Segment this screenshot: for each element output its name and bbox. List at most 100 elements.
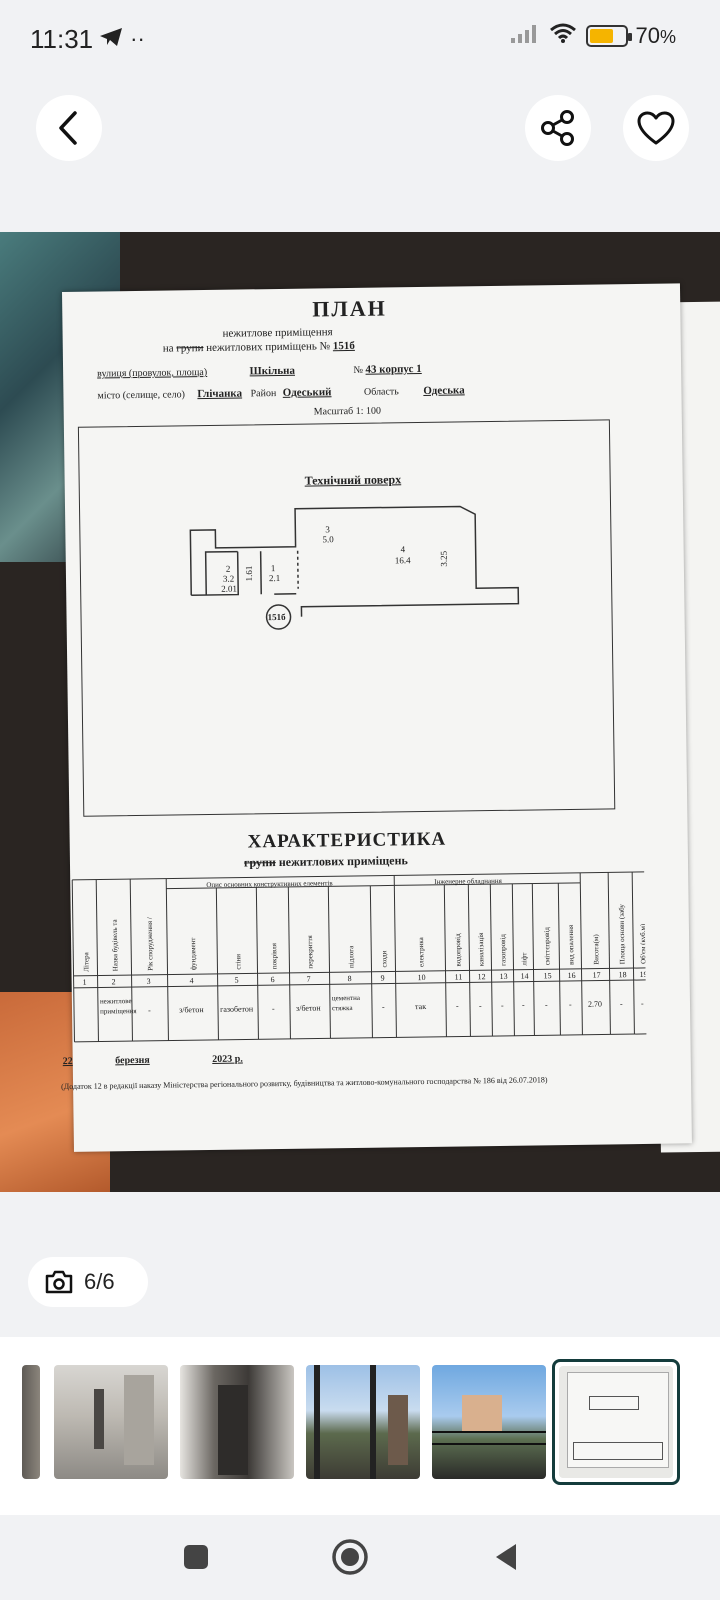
room4-area: 16.4	[395, 555, 411, 565]
telegram-icon: ··	[98, 26, 145, 54]
table-cell-9: -	[382, 1003, 385, 1012]
table-cell-11: -	[456, 1002, 459, 1011]
square-icon	[184, 1545, 208, 1569]
battery-fill	[589, 29, 614, 43]
table-cell-10: так	[415, 1002, 426, 1011]
table-header-3: Рік спорудження /	[146, 917, 155, 971]
thumbnail-strip	[0, 1337, 720, 1515]
table-cell-12: -	[479, 1001, 482, 1010]
table-header-9: сходи	[380, 950, 388, 967]
table-header-6: покрівля	[270, 942, 278, 969]
signal-icon	[510, 22, 540, 50]
table-colnum-5: 5	[235, 976, 239, 985]
thumbnail-3[interactable]	[180, 1365, 294, 1479]
table-cell-14: -	[522, 1001, 525, 1010]
back-button[interactable]	[36, 95, 102, 161]
room1-area: 2.1	[269, 573, 280, 583]
back-nav-button[interactable]	[486, 1537, 526, 1577]
table-header-4: фундамент	[189, 938, 197, 971]
table-colnum-12: 12	[478, 972, 486, 981]
table-colnum-2: 2	[112, 977, 116, 986]
table-cell-6: -	[272, 1004, 275, 1013]
share-button[interactable]	[525, 95, 591, 161]
room2-area: 3.2	[223, 574, 234, 584]
room4-no: 4	[401, 544, 406, 554]
table-header-14: ліфт	[520, 953, 528, 966]
table-colnum-11: 11	[455, 972, 463, 981]
table-colnum-9: 9	[381, 974, 385, 983]
table-cell-3: -	[148, 1006, 151, 1015]
status-time: 11:31	[30, 24, 94, 54]
counter-text: 6/6	[84, 1269, 115, 1294]
table-cell-2: нежитлове	[100, 997, 132, 1005]
table-header-12: каналізація	[477, 932, 485, 966]
document-page: ПЛАН нежитлове приміщення на групи нежит…	[61, 283, 692, 1152]
thumbnail-5[interactable]	[432, 1365, 546, 1479]
table-colnum-4: 4	[190, 976, 194, 985]
char-subtitle: групи нежитлових приміщень	[243, 853, 408, 870]
table-cell-19: -	[641, 999, 644, 1008]
table-cell-13: -	[501, 1001, 504, 1010]
table-cell-4: з/бетон	[179, 1005, 204, 1014]
dim-1-61: 1.61	[244, 566, 254, 582]
wifi-icon	[548, 22, 578, 50]
dim-3-25: 3.25	[439, 550, 449, 566]
table-cell-18: -	[620, 999, 623, 1008]
table-header-15: сміттєпровід	[543, 927, 552, 966]
table-header-7: перекриття	[306, 934, 314, 968]
table-colnum-8: 8	[348, 974, 352, 983]
table-group-engineering: Інженерне обладнання	[434, 877, 502, 886]
dim-2-01: 2.01	[221, 584, 237, 594]
table-cell-8: стяжка	[332, 1004, 354, 1012]
system-nav-bar	[0, 1515, 720, 1600]
doc-date: 22 березня 2023 р.	[62, 1053, 243, 1068]
room2-no: 2	[226, 564, 231, 574]
table-cell-15: -	[545, 1000, 548, 1009]
table-colnum-6: 6	[271, 975, 275, 984]
chevron-left-icon	[59, 111, 77, 145]
table-header-16: вид опалення	[567, 924, 576, 965]
share-icon	[541, 110, 574, 146]
floor-plan-drawing: 2 3.2 1 2.1 3 5.0 4 16.4 2.01 1.61 3.25 …	[189, 505, 520, 630]
table-header-8: підлога	[347, 945, 355, 968]
table-colnum-13: 13	[500, 972, 508, 981]
room1-no: 1	[271, 563, 276, 573]
doc-footnote: (Додаток 12 в редакції наказу Міністерст…	[61, 1075, 548, 1092]
table-colnum-3: 3	[147, 977, 151, 986]
table-cell-16: -	[569, 1000, 572, 1009]
table-cell-17: 2.70	[588, 1000, 602, 1009]
table-cell-7: з/бетон	[296, 1003, 321, 1012]
table-group-constructive: Опис основних конструктивних елементів	[206, 879, 333, 889]
characteristics-table: Опис основних конструктивних елементів Ін…	[71, 871, 647, 1043]
room3-no: 3	[325, 524, 330, 534]
heart-icon	[637, 111, 675, 145]
table-colnum-15: 15	[544, 971, 552, 980]
table-header-18: Площа основи (забу	[618, 904, 627, 965]
status-bar: 11:31 ·· 70%	[0, 0, 720, 62]
table-colnum-1: 1	[83, 978, 87, 987]
table-colnum-19: 19	[640, 970, 647, 979]
favorite-button[interactable]	[623, 95, 689, 161]
recents-button[interactable]	[176, 1537, 216, 1577]
thumbnail-6-active[interactable]	[552, 1359, 680, 1485]
thumbnail-1[interactable]	[22, 1365, 40, 1479]
thumbnail-4[interactable]	[306, 1365, 420, 1479]
status-right: 70%	[510, 22, 676, 50]
table-header-5: стіни	[234, 954, 242, 970]
table-cell-2: приміщення	[100, 1007, 137, 1016]
table-header-13: газопровід	[499, 934, 507, 966]
table-header-10: електрика	[417, 936, 425, 967]
table-header-2: Назва будівель та	[111, 918, 120, 971]
table-colnum-7: 7	[307, 975, 311, 984]
table-cell-8: цементна	[332, 994, 361, 1002]
home-button[interactable]	[330, 1537, 370, 1577]
triangle-back-icon	[496, 1544, 516, 1570]
table-colnum-18: 18	[619, 970, 627, 979]
table-header-1: Літера	[82, 951, 90, 971]
photo-viewer[interactable]: ПЛАН нежитлове приміщення на групи нежит…	[0, 232, 720, 1192]
table-header-17: Висота(м)	[592, 934, 600, 965]
table-cell-5: газобетон	[220, 1004, 254, 1013]
thumbnail-2[interactable]	[54, 1365, 168, 1479]
camera-icon	[45, 1270, 73, 1294]
table-colnum-16: 16	[568, 971, 576, 980]
